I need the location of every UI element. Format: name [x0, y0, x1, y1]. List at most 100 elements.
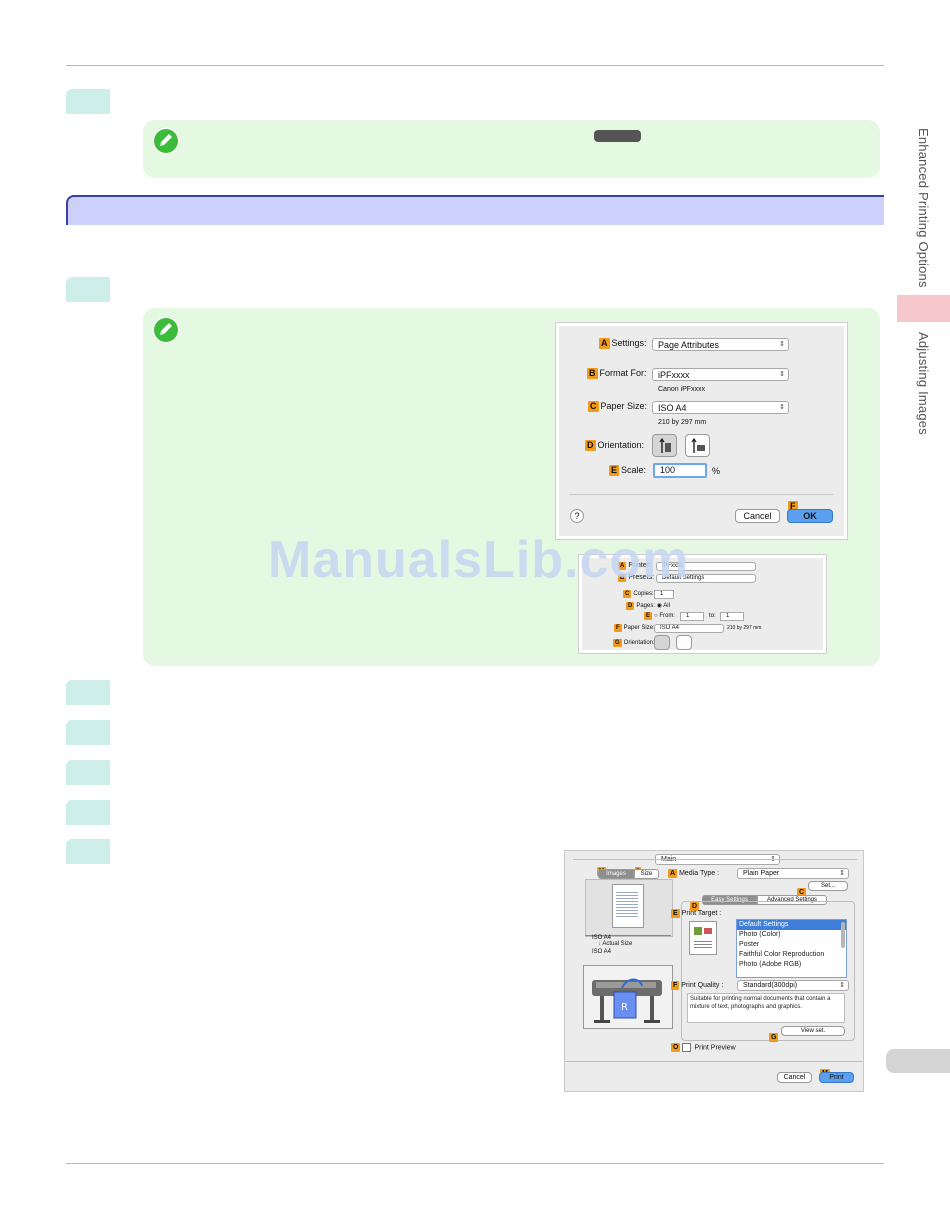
list-item[interactable]: Faithful Color Reproduction — [739, 951, 825, 958]
easy-settings-panel — [681, 901, 855, 1041]
updown-arrow-icon: ⇕ — [779, 341, 785, 348]
print-preview-checkbox[interactable] — [682, 1043, 692, 1052]
set-button[interactable]: Set... — [808, 881, 848, 891]
down-arrow-icon: ↓ — [598, 941, 601, 947]
ok-badge: F — [788, 501, 798, 512]
page-text-lines — [616, 890, 638, 918]
view-set-button[interactable]: View set. — [781, 1026, 845, 1036]
from-input[interactable]: 1 — [680, 612, 704, 621]
page-thumbnail — [612, 884, 644, 928]
printer-illustration: R — [583, 965, 673, 1029]
preview-divider — [585, 935, 671, 936]
landscape-orientation-button[interactable] — [685, 434, 710, 457]
landscape-person-icon — [691, 437, 705, 453]
cancel-button[interactable]: Cancel — [735, 509, 780, 523]
updown-arrow-icon: ⇕ — [839, 870, 845, 877]
landscape-orientation-button[interactable] — [676, 635, 692, 650]
paper-info-1: ISO A4 — [592, 935, 612, 941]
step-tab — [66, 89, 110, 114]
portrait-orientation-button[interactable] — [652, 434, 677, 457]
list-item[interactable]: Poster — [739, 941, 760, 948]
dialog-divider — [573, 859, 857, 860]
to-input[interactable]: 1 — [720, 612, 744, 621]
watermark: ManualsLib.com — [268, 531, 690, 589]
dialog-divider — [569, 494, 833, 495]
cancel-button[interactable]: Cancel — [777, 1072, 812, 1083]
format-for-sub: Canon iPFxxxx — [658, 386, 706, 393]
step-tab — [66, 839, 110, 864]
ok-button[interactable]: OK — [787, 509, 833, 523]
thumb-lines — [694, 939, 712, 949]
updown-arrow-icon: ⇕ — [839, 982, 845, 989]
step-tab — [66, 277, 110, 302]
easy-badge: D — [690, 902, 700, 911]
print-quality-select[interactable]: Standard(300dpi)⇕ — [737, 980, 849, 991]
tab-images[interactable]: Images — [598, 869, 634, 879]
format-for-select[interactable]: iPFxxxx⇕ — [652, 368, 789, 381]
sidebar-index-tab — [886, 1049, 950, 1073]
scale-input[interactable]: 100 — [653, 463, 707, 478]
media-type-select[interactable]: Plain Paper⇕ — [737, 868, 849, 879]
tab-advanced-settings[interactable]: Advanced Settings — [757, 895, 827, 905]
paper-size-select[interactable]: ISO A4⇕ — [652, 401, 789, 414]
svg-text:R: R — [621, 1002, 628, 1013]
updown-arrow-icon: ⇕ — [779, 404, 785, 411]
list-scrollbar[interactable] — [841, 922, 845, 948]
scale-unit: % — [712, 466, 721, 476]
to-label: to: — [709, 613, 716, 619]
sidebar-active-tab — [897, 295, 950, 322]
dialog-divider — [565, 1061, 863, 1062]
paper-info-3: ISO A4 — [592, 949, 612, 955]
note-pencil-icon — [152, 127, 180, 155]
key-button-icon — [594, 130, 641, 142]
print-button[interactable]: Print — [819, 1072, 854, 1083]
view-set-badge: G — [769, 1033, 779, 1042]
thumb-graphic — [704, 928, 712, 934]
settings-select[interactable]: Page Attributes⇕ — [652, 338, 789, 351]
portrait-person-icon — [659, 437, 671, 453]
copies-input[interactable]: 1 — [654, 590, 674, 599]
paper-size-sub: 210 by 297 mm — [658, 419, 707, 426]
print-target-thumbnail — [689, 921, 717, 955]
presets-select[interactable]: Default Settings — [656, 574, 756, 583]
print-target-list[interactable]: Default Settings Photo (Color) Poster Fa… — [736, 919, 847, 978]
paper-info-2: ↓ Actual Size — [598, 941, 633, 947]
tab-easy-settings[interactable]: Easy Settings — [702, 895, 757, 905]
paper-size-select[interactable]: ISO A4 — [654, 624, 724, 633]
list-item[interactable]: Photo (Adobe RGB) — [739, 961, 802, 968]
printer-driver-dialog: Main⇕ H I Images Size ISO A4 ↓ Actual Si… — [564, 850, 864, 1092]
printer-image-icon: R — [592, 978, 662, 1023]
tab-size[interactable]: Size — [634, 869, 659, 879]
sidebar-section-adjusting: Adjusting Images — [916, 332, 931, 435]
step-tab — [66, 800, 110, 825]
step-tab — [66, 680, 110, 705]
paper-size-sub: 210 by 297 mm — [727, 625, 762, 631]
list-item[interactable]: Photo (Color) — [739, 931, 781, 938]
list-item[interactable]: Default Settings — [737, 920, 846, 930]
step-tab — [66, 760, 110, 785]
bottom-rule — [66, 1163, 884, 1164]
section-heading-bar — [66, 195, 884, 225]
note-pencil-icon — [152, 316, 180, 344]
printer-select[interactable]: iPFxxxx — [656, 562, 756, 571]
portrait-orientation-button[interactable] — [654, 635, 670, 650]
updown-arrow-icon: ⇕ — [779, 371, 785, 378]
help-button[interactable]: ? — [570, 509, 584, 523]
thumb-photo — [694, 927, 702, 935]
page-preview-panel — [585, 879, 673, 937]
top-rule — [66, 65, 884, 66]
from-label: E○ From: — [644, 612, 675, 620]
note-box — [143, 120, 880, 178]
